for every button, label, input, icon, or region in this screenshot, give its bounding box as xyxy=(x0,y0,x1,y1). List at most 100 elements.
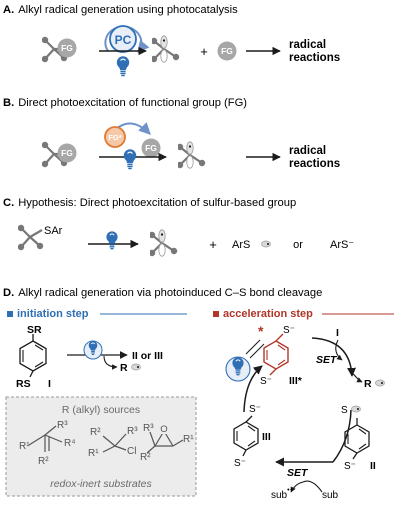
iii-star-s-bottom: S⁻ xyxy=(260,376,272,387)
svg-text:B.Direct photoexcitation of fu: B. Direct photoexcitation of functional g… xyxy=(3,97,247,109)
alkyl-sar-substrate: SAr xyxy=(18,223,63,252)
radical-dot-icon xyxy=(357,408,359,410)
epoxide-r2: R² xyxy=(140,452,151,463)
sr-label: SR xyxy=(27,324,42,336)
light-bulb-icon xyxy=(123,148,137,170)
radical-orbital-icon xyxy=(351,405,361,413)
section-b-title: Direct photoexcitation of functional gro… xyxy=(18,97,247,109)
set1-label: SET xyxy=(316,354,338,366)
fg-label-b-mid: FG xyxy=(145,143,157,153)
chloride-r2: R² xyxy=(90,427,101,438)
compound-III: S⁻ S⁻ III xyxy=(233,404,271,469)
section-a: A. Alkyl radical generation using photoca… xyxy=(3,4,340,77)
alkene-r3: R³ xyxy=(57,420,68,431)
epoxide-r1: R¹ xyxy=(183,434,194,445)
alkene-r2: R² xyxy=(38,456,49,467)
alkyl-radical-b xyxy=(178,140,207,170)
pc-catalyst-cycle: PC xyxy=(104,25,150,53)
iii-s-top: S⁻ xyxy=(249,404,261,415)
iii-star-label: III* xyxy=(289,375,303,387)
radical-reactions-b-l2: reactions xyxy=(289,158,340,170)
r-sources-subtitle: redox-inert substrates xyxy=(50,478,152,490)
alkene-r4: R⁴ xyxy=(64,438,76,449)
sar-label: SAr xyxy=(44,225,63,237)
svg-text:sub•+: sub•+ xyxy=(271,487,294,500)
fg-excitation: FG* FG xyxy=(104,122,161,158)
rs-label: RS xyxy=(16,378,31,390)
alkene-r1: R¹ xyxy=(19,441,30,452)
chloride-cl: Cl xyxy=(127,446,136,457)
acceleration-step-label: acceleration step xyxy=(223,308,313,320)
alkyl-radical-a xyxy=(152,34,181,64)
section-b: B. Direct photoexcitation of functional g… xyxy=(3,97,340,170)
compound-I-structure: SR RS I xyxy=(16,324,51,390)
radical-orbital-icon xyxy=(261,240,271,248)
compound-II: S S⁻ II xyxy=(341,405,376,472)
initiation-step-label: initiation step xyxy=(17,308,89,320)
compound-III-label: III xyxy=(262,431,271,443)
compound-I-label: I xyxy=(48,378,51,390)
fg-label-b-left: FG xyxy=(61,148,73,158)
light-bulb-icon xyxy=(105,230,119,250)
radical-dot-icon xyxy=(267,243,269,245)
section-a-title: Alkyl radical generation using photocata… xyxy=(18,4,238,16)
radical-reactions-b-l1: radical xyxy=(289,145,326,157)
radical-dot-icon xyxy=(381,382,383,384)
iii-star-s-top: S⁻ xyxy=(283,325,295,336)
svg-text:C.Hypothesis: Direct photoexci: C. Hypothesis: Direct photoexcitation of … xyxy=(3,197,296,209)
epoxide-o: O xyxy=(160,424,167,435)
compound-II-label: II xyxy=(370,460,376,472)
alkyl-fg-substrate-b: FG xyxy=(42,140,77,169)
section-d: D. Alkyl radical generation via photoindu… xyxy=(3,287,394,501)
alkene-structure: R¹ R² R³ R⁴ xyxy=(19,420,76,467)
section-b-letter: B. xyxy=(3,97,14,109)
chloride-r1: R¹ xyxy=(88,448,99,459)
section-c: C. Hypothesis: Direct photoexcitation of … xyxy=(3,197,354,258)
radical-orbital-icon xyxy=(375,379,385,387)
radical-orbital-icon xyxy=(131,363,141,371)
iii-s-bottom: S⁻ xyxy=(234,458,246,469)
pc-label: PC xyxy=(115,33,132,47)
radical-reactions-a-l2: reactions xyxy=(289,52,340,64)
acceleration-bullet-icon xyxy=(213,311,219,317)
r-sources-panel: R (alkyl) sources R¹ R² R³ R⁴ R² R¹ R³ xyxy=(5,396,197,497)
sub-label: sub xyxy=(322,490,339,500)
fg-label-a-right: FG xyxy=(221,46,233,56)
or-label: or xyxy=(293,239,303,251)
epoxide-structure: O R³ R² R¹ xyxy=(140,423,194,463)
compound-III-star: * S⁻ S⁻ III* xyxy=(258,323,303,387)
section-a-letter: A. xyxy=(3,4,14,16)
fg-label-a-left: FG xyxy=(61,43,73,53)
chloride-r3: R³ xyxy=(127,426,138,437)
plus-a: + xyxy=(200,44,208,59)
light-bulb-icon xyxy=(116,55,130,77)
svg-text:D.Alkyl radical generation via: D. Alkyl radical generation via photoindu… xyxy=(3,287,322,299)
sub-radical-cation: sub xyxy=(271,490,288,500)
plus-c: + xyxy=(209,237,217,252)
cycle-r-radical: R xyxy=(364,378,372,390)
ars-anion-label: ArS⁻ xyxy=(330,239,354,251)
catalytic-cycle: * S⁻ S⁻ III* I SET R S xyxy=(225,323,385,501)
r-sources-title: R (alkyl) sources xyxy=(62,404,140,416)
alkyl-fg-substrate-a: FG xyxy=(42,35,77,64)
svg-text:A.Alkyl radical generation usi: A. Alkyl radical generation using photoca… xyxy=(3,4,238,16)
section-c-letter: C. xyxy=(3,197,14,209)
fg-leaving-a: FG xyxy=(217,41,237,61)
set2-label: SET xyxy=(287,467,309,479)
ii-s-label: S xyxy=(341,405,348,416)
excited-star: * xyxy=(258,323,264,339)
ars-radical-label: ArS xyxy=(232,239,250,251)
r-radical-label: R xyxy=(120,362,128,374)
section-d-letter: D. xyxy=(3,287,14,299)
ii-or-iii-label: II or III xyxy=(132,350,163,362)
initiation-bullet-icon xyxy=(7,311,13,317)
sub-radical-sup: •+ xyxy=(287,487,294,494)
radical-reactions-a-l1: radical xyxy=(289,39,326,51)
cycle-i-label: I xyxy=(336,327,339,339)
section-d-title: Alkyl radical generation via photoinduce… xyxy=(18,287,322,299)
section-c-title: Hypothesis: Direct photoexcitation of su… xyxy=(18,197,296,209)
radical-dot-icon xyxy=(137,366,139,368)
chloride-structure: R² R¹ R³ Cl xyxy=(88,426,138,459)
alkyl-radical-c xyxy=(150,228,179,258)
